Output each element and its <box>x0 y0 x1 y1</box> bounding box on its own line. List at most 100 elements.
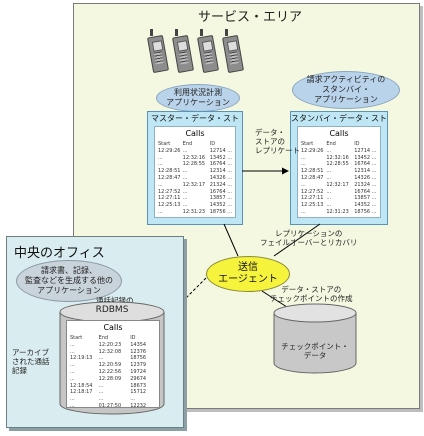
table-cell: 18756 ... <box>209 208 232 215</box>
table-row: ... 12:28:09 29674 <box>70 376 156 383</box>
table-cell: 14352 ... <box>209 202 232 209</box>
column-header: End <box>326 141 336 147</box>
table-cell: ... <box>326 195 332 202</box>
column-header: Start <box>158 141 171 147</box>
table-cell: 13857 ... <box>354 195 377 202</box>
table-cell: 12:29:26 <box>158 147 181 154</box>
table-row: ... 12:31:23 18756 ... <box>301 209 377 216</box>
table-cell: ... <box>70 341 75 348</box>
phone-antenna-icon <box>175 29 178 36</box>
table-cell: ... <box>98 382 104 389</box>
table-cell: ... <box>326 188 332 195</box>
table-cell: 12714 ... <box>354 147 377 154</box>
table-title: Calls <box>185 129 205 138</box>
table-row: 12:28:51... 12314 ... <box>158 168 232 175</box>
table-cell: 12:27:52 <box>301 188 324 195</box>
table-cell: 12:28:09 <box>98 375 122 382</box>
table-row: 12:28:47... 14326 ... <box>158 175 232 182</box>
table-title: Calls <box>103 323 123 332</box>
table-cell: 16764 ... <box>209 188 232 195</box>
table-cell: 12:20:59 <box>98 362 122 369</box>
column-header: ID <box>130 335 136 341</box>
phone-antenna-icon <box>225 29 228 36</box>
table-cell: 21324 ... <box>354 181 377 188</box>
table-cell: ... <box>70 375 75 382</box>
table-cell: 12:28:47 <box>301 174 324 181</box>
table-cell: ... <box>158 161 163 168</box>
table-cell: ... <box>182 202 188 209</box>
table-row: 12:27:11...13857 ... <box>158 195 232 202</box>
table-cell: ... <box>326 168 332 175</box>
table-row: 12:18:54...18673 <box>70 383 156 390</box>
table-row: 12:28:47...14326 ... <box>301 175 377 182</box>
table-cell: ... <box>182 168 188 175</box>
table-cell: 13857 ... <box>209 195 232 202</box>
table-cell: ... <box>70 362 75 369</box>
table-cell: 14326 ... <box>209 174 232 181</box>
table-cell: 19724 <box>130 368 147 375</box>
table-cell: ... <box>70 348 75 355</box>
archived-records-label: アーカイブ された通話 記録 <box>12 348 50 375</box>
table-cell: 14352 ... <box>354 202 377 209</box>
table-cell: 12:28:47 <box>158 174 181 181</box>
table-row: 12:29:26...12714 ... <box>301 148 377 155</box>
table-cell: 13452 ... <box>209 154 232 161</box>
table-row: 12:29:26...12714 ... <box>158 148 232 155</box>
send-agent: 送信 エージェント <box>206 256 290 292</box>
service-area-title: サービス・エリア <box>197 10 302 25</box>
agent-standby-line <box>273 223 321 257</box>
table-cell: 12:31:23 <box>326 208 349 215</box>
table-cell: 12314 ... <box>354 168 377 175</box>
table-cell: ... <box>70 396 75 403</box>
table-cell: 01:27:50 <box>98 402 122 409</box>
table-cell: ... <box>326 174 332 181</box>
table-cell: 29674 <box>130 375 147 382</box>
table-cell: 12:18:54 <box>70 382 93 389</box>
master-data-store: マスター・データ・ストア Calls StartEndID12:29:26...… <box>147 111 243 225</box>
table-cell: 18756 ... <box>354 208 377 215</box>
table-cell: 12:27:11 <box>158 195 181 202</box>
table-cell: ... <box>98 355 104 362</box>
checkpoint-cylinder <box>273 303 357 374</box>
table-cell: 12:18:17 <box>70 389 93 396</box>
table-row: 12:19:13...18756 <box>70 355 156 362</box>
table-cell: 15712 <box>130 389 147 396</box>
phone-antenna-icon <box>200 29 203 36</box>
checkpoint-data-label: チェックポイント・ データ <box>281 342 349 360</box>
table-cell: 12:27:11 <box>301 195 324 202</box>
table-cell: ... <box>301 154 306 161</box>
table-cell: 12:19:13 <box>70 355 93 362</box>
table-cell: 12314 ... <box>209 168 232 175</box>
table-cell: 12:32:16 <box>326 154 349 161</box>
table-cell: 12714 ... <box>209 147 232 154</box>
column-header: ID <box>209 141 216 147</box>
office-title: 中央のオフィス <box>14 246 105 261</box>
failover-label: レプリケーションの フェイルオーバーとリカバリ <box>260 229 358 247</box>
table-cell: 12:28:51 <box>158 168 181 175</box>
table-cell: ... <box>158 208 163 215</box>
table-cell: ... <box>130 396 135 403</box>
table-cell: 16764 ... <box>354 188 377 195</box>
table-cell: 12:32:08 <box>98 348 122 355</box>
table-row: 12:25:13...14352 ... <box>158 202 232 209</box>
table-cell: 12:27:52 <box>158 188 181 195</box>
table-header-row: Start End ID <box>158 141 232 148</box>
table-row: ......... <box>70 396 156 403</box>
table-cell: ... <box>326 147 332 154</box>
table-cell: ... <box>182 174 188 181</box>
table-title: Calls <box>329 129 349 138</box>
column-header: End <box>182 141 193 147</box>
table-cell: 12:28:55 <box>326 161 349 168</box>
table-cell: ... <box>301 208 306 215</box>
table-cell: ... <box>70 402 75 409</box>
table-row: 12:25:13...14352 ... <box>301 202 377 209</box>
